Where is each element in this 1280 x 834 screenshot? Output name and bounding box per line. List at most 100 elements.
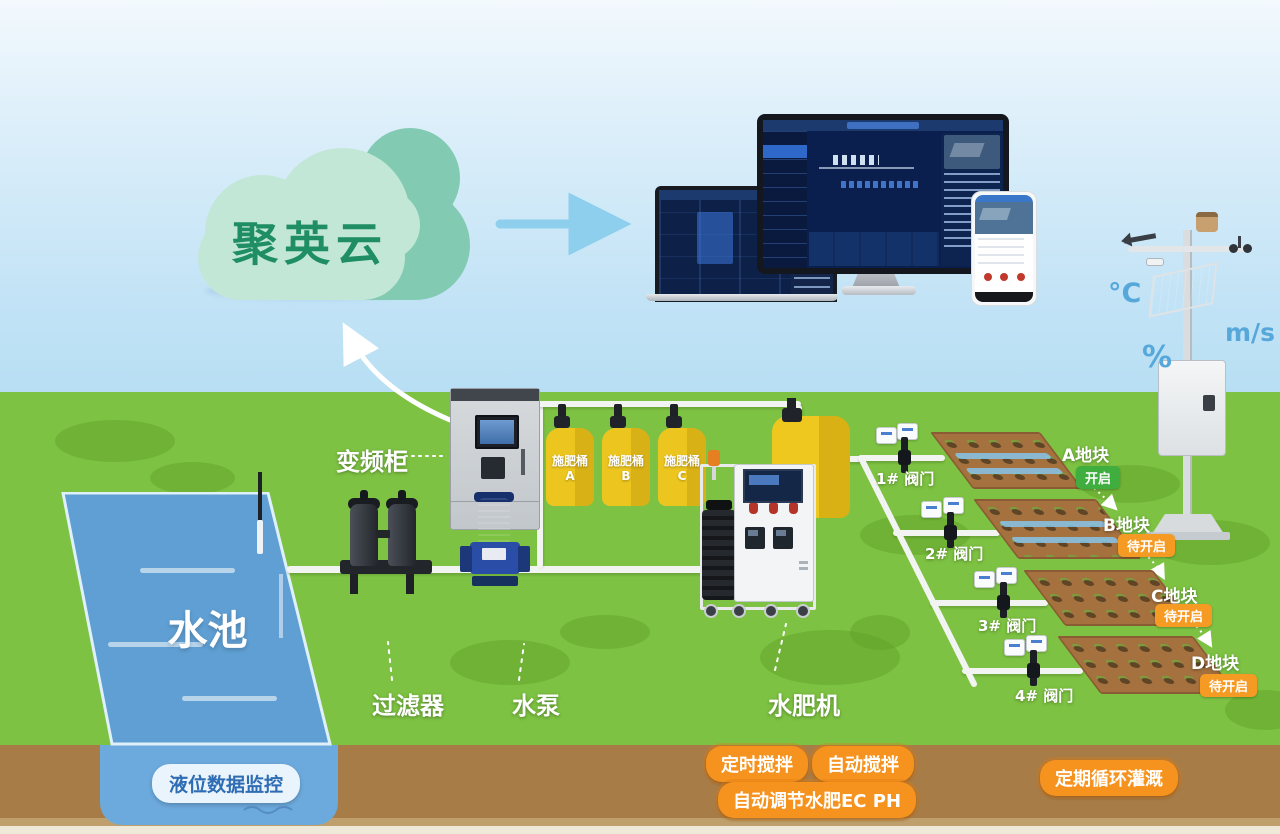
cloud-platform: 聚英云 — [190, 120, 470, 305]
machine-touchscreen — [743, 469, 803, 503]
plot-a-name: A地块 — [1062, 446, 1110, 466]
plot-b-status-badge: 待开启 — [1118, 534, 1176, 557]
temperature-unit-label: °C — [1108, 278, 1142, 309]
grass-patch — [560, 615, 650, 649]
machine-red-knob — [789, 503, 798, 514]
machine-wheel — [732, 604, 746, 618]
valve-1-controller — [876, 427, 897, 444]
beacon-pole — [712, 466, 716, 480]
laptop-dashboard-selected-tile — [697, 212, 733, 264]
level-monitor-badge: 液位数据监控 — [152, 764, 301, 803]
mixing-tank-cap — [782, 408, 802, 422]
cabinet-keypad — [481, 457, 505, 479]
valve-2-label: 2# 阀门 — [925, 545, 984, 563]
valve-2-controller — [943, 497, 964, 514]
valve-3-controller — [996, 567, 1017, 584]
branch-pipe-4 — [962, 668, 1083, 674]
plot-c-status-badge: 待开启 — [1155, 604, 1213, 627]
machine-vent — [799, 567, 808, 570]
pump-flange — [460, 546, 472, 572]
valve-4-label: 4# 阀门 — [1015, 687, 1074, 705]
manifold-pipe — [525, 401, 801, 407]
irrigation-water-strip — [1011, 537, 1121, 544]
feature-badge-auto-ec-ph: 自动调节水肥EC PH — [718, 782, 917, 818]
valve-3-controller — [974, 571, 995, 588]
valve-3-body — [997, 595, 1010, 610]
pump-label: 水泵 — [512, 692, 560, 720]
water-ripple — [182, 696, 277, 701]
machine-vent — [799, 561, 808, 564]
water-pool — [61, 492, 332, 746]
laptop-dashboard-topbar — [659, 190, 833, 200]
machine-pump-cap — [706, 500, 732, 510]
pump-base — [472, 576, 518, 586]
alarm-beacon — [708, 450, 720, 466]
water-filter — [340, 490, 432, 600]
monitor-dashboard-title-block — [847, 122, 919, 129]
tank-c-label: 施肥桶 C — [658, 454, 706, 484]
valve-2-body — [944, 525, 957, 540]
plot-d-name: D地块 — [1191, 654, 1240, 674]
fertilizer-tank-c: 施肥桶 C — [658, 404, 706, 506]
feature-badge-auto-stir: 自动搅拌 — [812, 746, 914, 782]
valve-3-label: 3# 阀门 — [978, 617, 1037, 635]
dosing-pump-head — [610, 416, 626, 428]
soil-bottom-strip — [0, 826, 1280, 834]
grass-patch — [55, 420, 175, 462]
cloud-platform-name: 聚英云 — [232, 217, 388, 271]
cabinet-label: 变频柜 — [336, 448, 408, 476]
irrigation-water-strip — [965, 468, 1064, 475]
sky-background — [0, 0, 1280, 400]
weather-station-control-box — [1158, 360, 1226, 456]
fertigation-machine — [698, 448, 818, 618]
cabinet-top-strip — [451, 389, 539, 401]
grass-patch — [850, 615, 910, 650]
cabinet-vent — [521, 449, 525, 475]
tank-c-letter: C — [677, 469, 687, 483]
machine-label: 水肥机 — [768, 692, 840, 720]
filter-leg — [406, 574, 414, 594]
phone-camera-feed — [975, 202, 1033, 234]
plot-b-name: B地块 — [1103, 516, 1150, 536]
phone-red-button — [1000, 273, 1008, 281]
dosing-pump-stem — [614, 404, 622, 418]
riser-pipe — [537, 404, 543, 568]
diagram-tanks-icons — [833, 155, 879, 165]
grass-patch — [150, 462, 235, 494]
pool-label: 水池 — [167, 608, 248, 654]
suction-pipe — [279, 574, 283, 638]
soil-band — [0, 818, 1280, 826]
smartphone — [971, 191, 1037, 306]
anemometer-stem — [1238, 236, 1241, 248]
tank-a-letter: A — [565, 469, 575, 483]
weather-station-base-plate — [1146, 532, 1230, 540]
phone-red-button — [983, 273, 992, 281]
phone-app-topbar — [975, 195, 1033, 202]
phone-bottom-bar — [975, 292, 1033, 302]
fertilizer-tank-a: 施肥桶 A — [546, 404, 594, 506]
tank-a-label: 施肥桶 A — [546, 454, 594, 484]
machine-wheel — [796, 604, 810, 618]
monitor-screen-dashboard — [763, 120, 1003, 268]
plot-c-name: C地块 — [1151, 587, 1198, 607]
level-sensor-probe — [257, 520, 263, 554]
tank-b-label-text: 施肥桶 — [607, 454, 644, 468]
feature-badge-cycle-irrigation: 定期循环灌溉 — [1040, 760, 1178, 796]
phone-data-rows — [978, 238, 1024, 268]
pump-nameplate — [482, 548, 506, 560]
tank-a-label-text: 施肥桶 — [551, 454, 588, 468]
valve-4-controller — [1004, 639, 1025, 656]
pump-flange — [518, 546, 530, 572]
filter-cross-pipe — [376, 530, 390, 538]
filter-leg — [350, 574, 358, 594]
diagram-valve-icons — [841, 181, 919, 188]
dosing-pump-head — [554, 416, 570, 428]
monitor-process-diagram — [809, 133, 939, 218]
dosing-pump-stem — [670, 404, 678, 418]
cabinet-screen — [475, 415, 519, 449]
desktop-monitor — [757, 114, 1009, 274]
tank-b-label: 施肥桶 B — [602, 454, 650, 484]
fertilizer-tank-b: 施肥桶 B — [602, 404, 650, 506]
machine-red-knob — [769, 503, 778, 514]
plot-a-status-badge: 开启 — [1076, 466, 1121, 489]
